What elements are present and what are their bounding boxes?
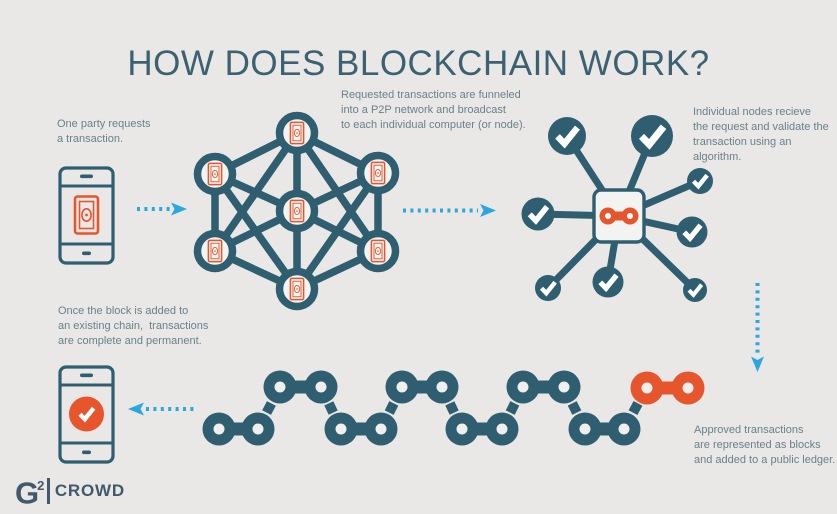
chain-link (202, 412, 275, 446)
caption-step1-request: One party requests a transaction. (57, 118, 151, 145)
chain-link-approved (630, 371, 705, 405)
validation-check-node (676, 216, 708, 248)
validation-check-node (683, 278, 707, 302)
validation-check-node (521, 197, 555, 231)
p2p-network-diagram (193, 111, 400, 311)
flow-arrow-right-2 (403, 204, 496, 217)
logo-letter-g: G2 (15, 473, 46, 508)
chain-link (263, 370, 338, 404)
logo-wordmark: CROWD (54, 480, 125, 500)
network-node (275, 267, 319, 311)
caption-step3-validate: Individual nodes recieve the request and… (693, 106, 829, 163)
validation-check-node (548, 117, 586, 155)
network-node (193, 229, 237, 273)
chain-link (385, 370, 459, 404)
flow-arrow-left (128, 402, 196, 416)
flow-arrow-down (751, 283, 764, 372)
network-node (356, 151, 400, 195)
validation-check-node (535, 275, 561, 301)
chain-link (506, 370, 581, 404)
caption-step4-permanent: Once the block is added to an existing c… (58, 305, 209, 347)
validation-check-node (592, 266, 624, 298)
network-node (275, 189, 319, 233)
validation-center-node (592, 188, 646, 244)
caption-step5-ledger: Approved transactions are represented as… (694, 424, 836, 466)
logo-superscript-2: 2 (37, 478, 45, 493)
validation-check-node (631, 115, 673, 157)
logo-divider (47, 477, 50, 504)
chain-link (568, 412, 641, 446)
network-node (275, 111, 319, 155)
blockchain-chain (202, 370, 705, 446)
network-node (193, 152, 237, 196)
chain-link (324, 412, 398, 446)
g2-crowd-logo: G2 CROWD (15, 473, 125, 508)
page-title: HOW DOES BLOCKCHAIN WORK? (127, 44, 710, 84)
logo-g-glyph: G (15, 475, 40, 511)
network-node (356, 229, 400, 273)
chain-connectors (262, 401, 643, 415)
transaction-phone-icon (58, 166, 115, 265)
flow-arrow-right-1 (137, 202, 187, 216)
validation-diagram (521, 115, 713, 302)
validation-check-node (687, 168, 713, 194)
approved-phone-icon (58, 365, 115, 464)
caption-step2-broadcast: Requested transactions are funneled into… (341, 89, 526, 131)
chain-link (445, 412, 519, 446)
approved-checkmark-icon (69, 396, 104, 432)
